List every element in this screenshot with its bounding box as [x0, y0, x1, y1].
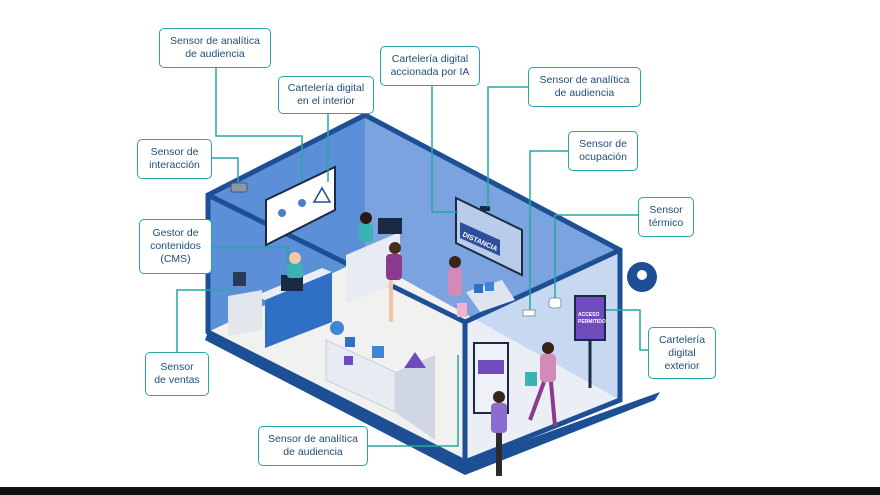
- leader-sales: [176, 289, 233, 352]
- audience-sensor-device: [480, 206, 490, 211]
- cms-counter: [265, 272, 332, 348]
- callout-line: Cartelería: [658, 333, 706, 346]
- callout-line: contenidos: [150, 240, 201, 252]
- staff-head: [289, 252, 301, 264]
- leader-audience-top: [215, 68, 303, 180]
- callout-line: Sensor de: [579, 138, 627, 150]
- callout-line: interacción: [149, 159, 200, 171]
- window-poster-band: [478, 360, 504, 374]
- callout-line: térmico: [648, 217, 684, 229]
- ai-screen-banner: [460, 222, 500, 256]
- callout-line: de ventas: [154, 374, 200, 386]
- thermal-sensor-device: [548, 297, 562, 309]
- outdoor-signage-screen: [574, 295, 606, 341]
- callout-line: ocupación: [579, 151, 627, 163]
- leader-thermal: [554, 214, 638, 298]
- callout-line: Sensor: [160, 361, 194, 373]
- warning-icon: [312, 186, 332, 203]
- shopper-head: [389, 242, 401, 254]
- product-pyramid: [404, 352, 426, 368]
- front-top-beam: [206, 192, 467, 325]
- leader-lines: [176, 68, 648, 447]
- leader-audience-bottom: [368, 355, 459, 447]
- box-blue-2: [485, 282, 494, 291]
- walker-head: [542, 342, 554, 354]
- cms-monitor: [281, 275, 303, 291]
- callout-line: Sensor: [649, 204, 683, 216]
- callout-line: accionada por IA: [390, 66, 470, 78]
- clerk-head: [360, 212, 372, 224]
- indoor-screen-person-1: [278, 209, 286, 217]
- leader-audience-right: [487, 86, 528, 207]
- product-box-3: [344, 356, 353, 365]
- callout-line: (CMS): [160, 253, 191, 265]
- callout-line: Sensor de analítica: [170, 35, 260, 47]
- callout-line: Gestor de: [152, 227, 199, 239]
- callout-line: de audiencia: [554, 87, 615, 99]
- leader-ai-signage: [431, 86, 458, 213]
- front-window-beam: [463, 247, 622, 325]
- interaction-sensor-device: [230, 182, 248, 193]
- product-box-1: [345, 337, 355, 347]
- callout-line: Sensor de analítica: [539, 74, 630, 86]
- walker-leg-2: [549, 381, 557, 427]
- woman-bag: [457, 303, 467, 317]
- shelf-side: [395, 355, 435, 440]
- callout-line: Cartelería digital: [391, 53, 469, 65]
- sales-counter: [228, 290, 262, 336]
- walker-bag: [525, 372, 537, 386]
- walker-body: [540, 354, 556, 382]
- location-pin-dot: [637, 270, 647, 280]
- clerk-body: [359, 224, 373, 242]
- window-poster: [473, 342, 509, 414]
- callout-line: en el interior: [297, 95, 355, 107]
- callout-line: digital: [668, 346, 696, 359]
- outdoor-screen-line-2: PERMITIDO: [578, 319, 606, 325]
- bottom-strip: [0, 487, 880, 495]
- walker-leg-1: [528, 381, 546, 421]
- callout-line: Sensor de: [150, 146, 199, 158]
- woman-body: [448, 268, 462, 296]
- product-sphere: [330, 321, 344, 335]
- sales-terminal: [233, 272, 246, 286]
- callout-line: Cartelería digital: [287, 82, 365, 94]
- leader-cms: [210, 246, 289, 265]
- center-monitor: [378, 218, 402, 234]
- occupancy-sensor-device: [522, 309, 536, 317]
- leader-outdoor: [606, 309, 648, 351]
- leader-occupancy: [529, 150, 568, 310]
- woman-head: [449, 256, 461, 268]
- shopper-body: [386, 254, 402, 280]
- staff-body: [287, 264, 303, 278]
- callout-line: exterior: [664, 359, 700, 372]
- leader-interaction: [210, 157, 239, 183]
- outdoor-screen-line-1: ACCESO: [578, 312, 600, 318]
- man-head: [493, 391, 505, 403]
- box-blue-1: [474, 284, 483, 293]
- callout-line: de audiencia: [283, 446, 343, 458]
- man-body: [491, 403, 507, 433]
- center-counter: [346, 232, 400, 303]
- indoor-screen-person-2: [298, 199, 306, 207]
- callout-line: Sensor de analítica: [268, 433, 358, 445]
- product-box-2: [372, 346, 384, 358]
- base-slab: [205, 332, 660, 475]
- callout-line: de audiencia: [185, 48, 245, 60]
